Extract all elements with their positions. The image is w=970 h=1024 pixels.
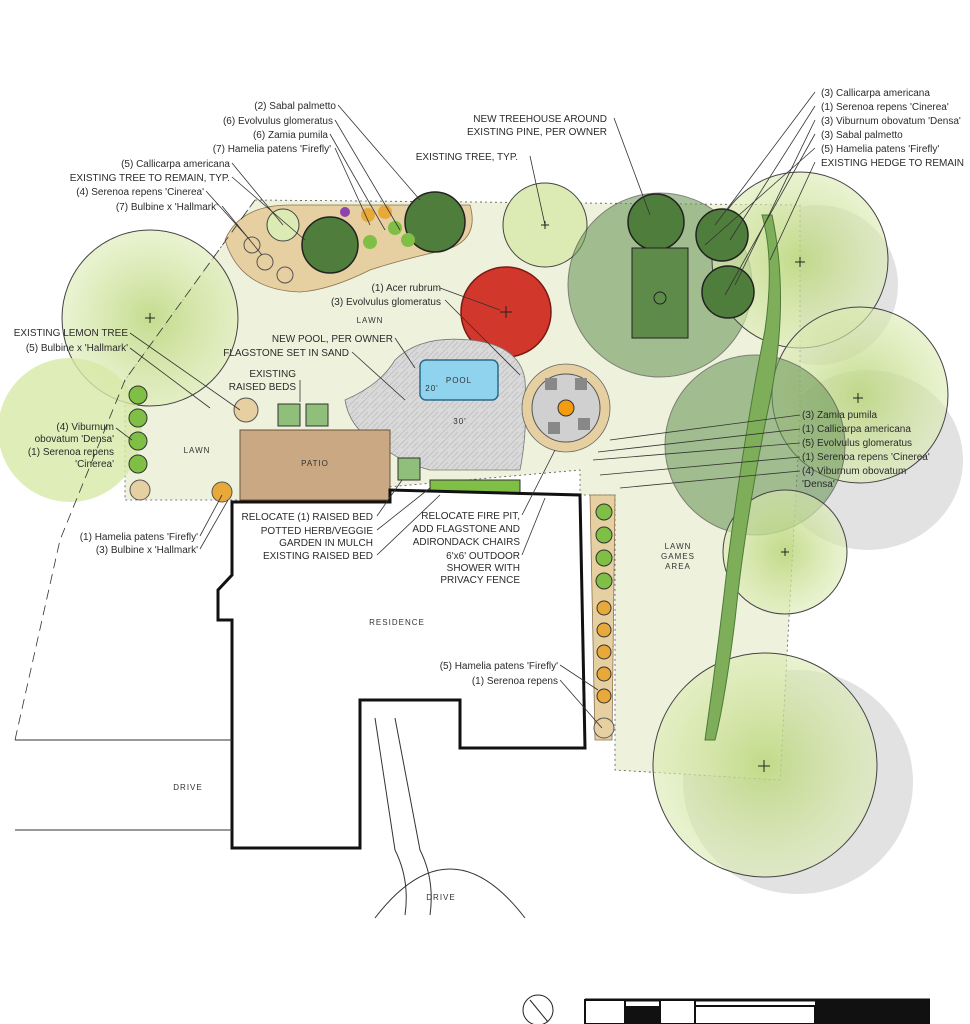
label: (4) Viburnum obovatum (802, 466, 906, 477)
area-label-drive: DRIVE (173, 783, 202, 792)
label: (7) Hamelia patens 'Firefly' (213, 144, 331, 155)
raised-bed (397, 457, 421, 481)
label: EXISTING RAISED BED (263, 551, 373, 562)
label: (5) Evolvulus glomeratus (802, 438, 912, 449)
label: (1) Hamelia patens 'Firefly' (80, 532, 198, 543)
existing-hedge (704, 214, 781, 741)
label: (3) Sabal palmetto (821, 130, 903, 141)
label: RAISED BEDS (229, 382, 297, 393)
label: (1) Acer rubrum (372, 283, 441, 294)
right-side-bed (589, 494, 616, 741)
label: (1) Serenoa repens (28, 447, 114, 458)
dimension-label: 20' (425, 384, 438, 393)
label: NEW POOL, PER OWNER (272, 334, 393, 345)
label: (6) Evolvulus glomeratus (223, 116, 333, 127)
label: (5) Bulbine x 'Hallmark' (26, 343, 128, 354)
label: (3) Callicarpa americana (821, 88, 930, 99)
label: EXISTING (249, 369, 296, 380)
label: ADIRONDACK CHAIRS (413, 537, 521, 548)
label: (3) Viburnum obovatum 'Densa' (821, 116, 961, 127)
label: 'Cinerea' (75, 459, 114, 470)
label: RELOCATE (1) RAISED BED (241, 512, 373, 523)
area-label-lawn-games: GAMES (661, 552, 695, 561)
label: (1) Serenoa repens 'Cinerea' (802, 452, 930, 463)
label: (5) Hamelia patens 'Firefly' (821, 144, 939, 155)
raised-bed (277, 403, 301, 427)
label: EXISTING TREE, TYP. (416, 152, 518, 163)
label: EXISTING PINE, PER OWNER (467, 127, 607, 138)
labels-right-mid: (3) Zamia pumila (1) Callicarpa american… (802, 410, 930, 490)
fire-pit-area (521, 363, 611, 453)
label: (5) Callicarpa americana (121, 159, 230, 170)
labels-right-top: (3) Callicarpa americana (1) Serenoa rep… (821, 88, 964, 169)
label: (3) Bulbine x 'Hallmark' (96, 545, 198, 556)
label: (1) Serenoa repens 'Cinerea' (821, 102, 949, 113)
label: SHOWER WITH (447, 563, 520, 574)
label: PRIVACY FENCE (440, 575, 520, 586)
label: POTTED HERB/VEGGIE (261, 526, 374, 537)
label: (1) Serenoa repens (472, 676, 558, 687)
area-label-lawn-games: LAWN (665, 542, 692, 551)
label: (6) Zamia pumila (253, 130, 328, 141)
label: EXISTING LEMON TREE (14, 328, 129, 339)
raised-bed (305, 403, 329, 427)
label: (4) Serenoa repens 'Cinerea' (76, 187, 204, 198)
north-arrow-icon (522, 994, 554, 1024)
leader-lines (115, 91, 816, 729)
labels-left-top: (2) Sabal palmetto (6) Evolvulus glomera… (70, 101, 337, 213)
label: FLAGSTONE SET IN SAND (223, 348, 349, 359)
label: ADD FLAGSTONE AND (412, 524, 520, 535)
dimension-label: 30' (453, 417, 466, 426)
left-side-bed (128, 385, 259, 503)
label: EXISTING HEDGE TO REMAIN (821, 158, 964, 169)
label: (7) Bulbine x 'Hallmark' (116, 202, 218, 213)
area-label-lawn: LAWN (357, 316, 384, 325)
tree-center-marks (145, 221, 863, 772)
area-label-drive: DRIVE (426, 893, 455, 902)
label: (4) Viburnum (56, 422, 114, 433)
patio-shape (239, 429, 391, 501)
treehouse (627, 193, 755, 339)
label: NEW TREEHOUSE AROUND (473, 114, 607, 125)
residence-outline (216, 488, 587, 850)
graphic-scale (522, 994, 930, 1024)
label: (2) Sabal palmetto (254, 101, 336, 112)
drives (15, 717, 526, 919)
label: (3) Evolvulus glomeratus (331, 297, 441, 308)
area-label-pool: POOL (446, 376, 472, 385)
label: EXISTING TREE TO REMAIN, TYP. (70, 173, 230, 184)
label: 'Densa' (802, 479, 835, 490)
area-label-lawn-games: AREA (665, 562, 691, 571)
label: (5) Hamelia patens 'Firefly' (440, 661, 558, 672)
label: GARDEN IN MULCH (279, 538, 373, 549)
label: obovatum 'Densa' (35, 434, 115, 445)
label: (3) Zamia pumila (802, 410, 877, 421)
area-label-lawn: LAWN (184, 446, 211, 455)
label: (1) Callicarpa americana (802, 424, 911, 435)
pool-shape (419, 359, 499, 401)
area-label-patio: PATIO (301, 459, 329, 468)
area-label-residence: RESIDENCE (369, 618, 425, 627)
label: 6'x6' OUTDOOR (446, 551, 520, 562)
property-line (14, 199, 256, 741)
label: RELOCATE FIRE PIT, (421, 511, 520, 522)
top-bed-shrubs (243, 191, 466, 284)
